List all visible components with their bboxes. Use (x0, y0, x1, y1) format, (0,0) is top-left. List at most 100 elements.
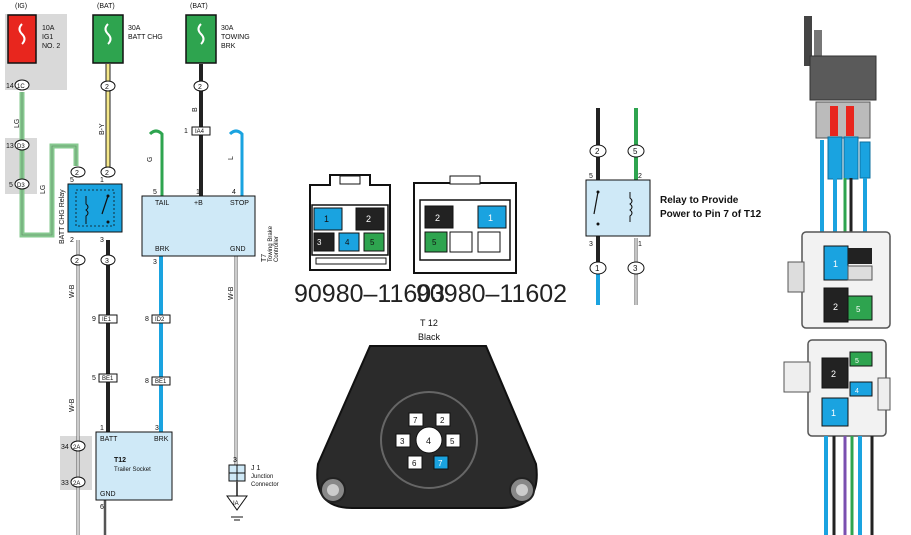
svg-text:5: 5 (432, 238, 437, 247)
svg-text:1: 1 (488, 213, 493, 223)
towing-brake-controller: TAIL +B STOP BRK GND 5 1 4 3 T7 Towing B… (141, 189, 280, 266)
trailer-plug-7pin: 4 7 2 3 5 6 7 (316, 345, 538, 509)
svg-text:5: 5 (856, 305, 861, 314)
fuse-ig-tag: (IG) (15, 3, 27, 10)
svg-text:2: 2 (366, 214, 371, 224)
svg-text:5: 5 (92, 375, 96, 382)
svg-text:4: 4 (345, 238, 350, 247)
svg-text:BATT: BATT (100, 436, 118, 443)
wire-label-lg: LG (14, 119, 21, 128)
svg-text:2: 2 (435, 213, 440, 223)
svg-text:BE1: BE1 (102, 376, 114, 382)
svg-text:14: 14 (6, 83, 14, 90)
svg-text:1: 1 (831, 408, 836, 418)
relay-note-line2: Power to Pin 7 of T12 (660, 209, 762, 220)
part-number-11602: 90980–11602 (416, 280, 567, 308)
wire-l-stop (228, 129, 244, 196)
power-relay: 2 5 5 2 3 1 1 3 (585, 108, 651, 305)
wire-label-lg2: LG (40, 185, 47, 194)
wire-g (148, 129, 164, 196)
svg-text:2: 2 (440, 416, 445, 425)
fuse-bat1-name1: BATT CHG (128, 34, 163, 41)
svg-text:2: 2 (75, 170, 79, 177)
svg-text:2: 2 (105, 84, 109, 91)
plug-color: Black (418, 332, 441, 342)
fuse-bat1-amp: 30A (128, 25, 141, 32)
svg-text:3: 3 (589, 241, 593, 248)
svg-text:1: 1 (833, 259, 838, 269)
svg-text:2: 2 (70, 237, 74, 244)
wire-label-wb2: W-B (69, 398, 76, 412)
svg-text:3: 3 (317, 238, 322, 247)
svg-text:TAIL: TAIL (155, 200, 169, 207)
wire-label-wb3: W-B (228, 286, 235, 300)
connector-2-bat1: 2 (100, 80, 116, 92)
fuse-towing-brk: (BAT) 30A TOWING BRK (185, 3, 250, 64)
svg-text:6: 6 (412, 459, 417, 468)
svg-text:2: 2 (75, 258, 79, 265)
svg-text:3: 3 (153, 259, 157, 266)
connector-d3-5: D3 5 (9, 178, 30, 190)
relay-harness-photo: 1 2 5 2 5 4 1 (783, 16, 891, 535)
svg-text:4: 4 (426, 436, 431, 446)
svg-text:2: 2 (638, 173, 642, 180)
svg-text:5: 5 (70, 177, 74, 184)
svg-text:1: 1 (595, 264, 600, 273)
fuse-ig-name2: NO. 2 (42, 43, 60, 50)
svg-text:34: 34 (61, 444, 69, 451)
svg-text:GND: GND (230, 246, 246, 253)
fuse-bat2-amp: 30A (221, 25, 234, 32)
svg-text:3: 3 (233, 457, 237, 464)
svg-text:ID2: ID2 (155, 317, 165, 323)
svg-text:3: 3 (400, 437, 405, 446)
fuse-bat2-tag: (BAT) (190, 3, 208, 10)
connector-2a-34: 2A 34 (61, 440, 86, 452)
connector-be1-5: BE1 5 (92, 373, 118, 383)
svg-text:33: 33 (61, 480, 69, 487)
svg-text:2: 2 (833, 302, 838, 312)
relay-label: BATT CHG Relay (59, 189, 66, 244)
svg-text:1: 1 (196, 189, 200, 196)
connector-1c: 1C 14 (6, 79, 30, 91)
svg-text:2: 2 (105, 170, 109, 177)
svg-text:Towing Brake: Towing Brake (268, 225, 274, 262)
svg-text:7: 7 (438, 459, 443, 468)
wire-label-l: L (228, 156, 235, 160)
svg-text:BRK: BRK (154, 436, 169, 443)
svg-text:3: 3 (105, 258, 109, 265)
svg-text:5: 5 (450, 437, 455, 446)
svg-text:2: 2 (198, 84, 202, 91)
fuse-bat2-name1: TOWING (221, 34, 250, 41)
connector-be1-8: BE1 8 (145, 376, 171, 386)
svg-text:5: 5 (633, 147, 638, 156)
svg-text:2A: 2A (73, 481, 80, 487)
svg-text:6: 6 (100, 504, 104, 511)
connector-relay-2a: 2 (70, 166, 86, 178)
batt-chg-relay: BATT CHG Relay 1 5 2 3 (59, 177, 123, 244)
fuse-bat2-name2: BRK (221, 43, 236, 50)
svg-text:1C: 1C (17, 84, 25, 90)
fuse-ig-amp: 10A (42, 25, 55, 32)
svg-text:Junction: Junction (251, 474, 273, 480)
svg-text:1: 1 (638, 241, 642, 248)
wire-label-wb1: W-B (69, 284, 76, 298)
fuse-batt-chg: (BAT) 30A BATT CHG (92, 3, 163, 64)
connector-d3-13: D3 13 (6, 139, 30, 151)
svg-text:Connector: Connector (251, 482, 279, 488)
fuse-ig-name1: IG1 (42, 34, 53, 41)
connector-ia4: IA4 1 (184, 126, 211, 136)
connector-face-11602: 2 1 5 (413, 175, 517, 274)
svg-text:+B: +B (194, 200, 203, 207)
svg-text:D3: D3 (17, 183, 25, 189)
connector-id2: ID2 8 (145, 314, 171, 324)
svg-text:4: 4 (232, 189, 236, 196)
svg-text:D3: D3 (17, 144, 25, 150)
relay-note-line1: Relay to Provide (660, 195, 739, 206)
svg-text:2: 2 (595, 147, 600, 156)
fuse-ig1-no2: (IG) 10A IG1 NO. 2 (5, 3, 67, 90)
svg-text:3: 3 (155, 425, 159, 432)
svg-text:Trailer Socket: Trailer Socket (114, 467, 151, 473)
connector-ie1: IE1 9 (92, 314, 118, 324)
fuse-bat1-tag: (BAT) (97, 3, 115, 10)
svg-text:9: 9 (92, 316, 96, 323)
